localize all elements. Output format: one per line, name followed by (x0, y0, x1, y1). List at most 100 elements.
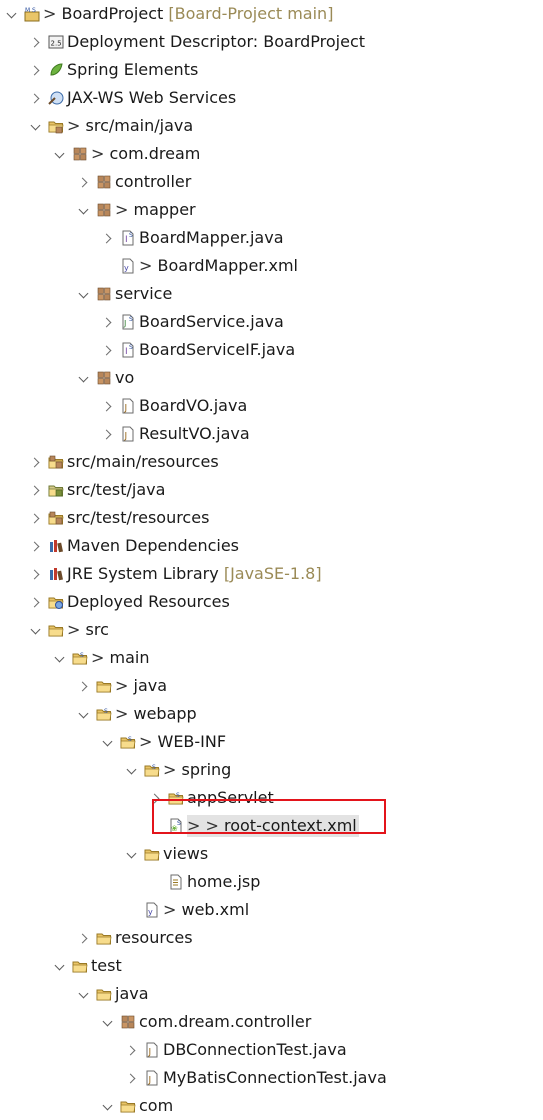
tree-item-label[interactable]: BoardServiceIF.java (139, 339, 295, 361)
tree-item-label[interactable]: java (115, 983, 149, 1005)
chevron-right-icon[interactable] (80, 175, 88, 189)
tree-item[interactable]: S> main (0, 644, 543, 672)
tree-item[interactable]: y> BoardMapper.xml (0, 252, 543, 280)
chevron-down-icon[interactable] (80, 987, 88, 1001)
chevron-right-icon[interactable] (104, 399, 112, 413)
tree-item-label[interactable]: controller (115, 171, 191, 193)
tree-item-label[interactable]: > BoardProject [Board-Project main] (43, 3, 333, 25)
tree-item-label[interactable]: service (115, 283, 172, 305)
chevron-down-icon[interactable] (128, 847, 136, 861)
chevron-right-icon[interactable] (104, 343, 112, 357)
tree-item-label[interactable]: > WEB-INF (139, 731, 226, 753)
tree-item-label[interactable]: > java (115, 675, 167, 697)
tree-item[interactable]: S> webapp (0, 700, 543, 728)
tree-item-label[interactable]: src/test/resources (67, 507, 209, 529)
chevron-right-icon[interactable] (32, 567, 40, 581)
tree-item-label[interactable]: DBConnectionTest.java (163, 1039, 347, 1061)
chevron-right-icon[interactable] (128, 1043, 136, 1057)
tree-item[interactable]: test (0, 952, 543, 980)
chevron-right-icon[interactable] (80, 931, 88, 945)
tree-item-label[interactable]: JAX-WS Web Services (67, 87, 236, 109)
chevron-down-icon[interactable] (80, 707, 88, 721)
tree-item-label[interactable]: BoardMapper.java (139, 227, 284, 249)
tree-item[interactable]: com.dream.controller (0, 1008, 543, 1036)
tree-item-label[interactable]: MyBatisConnectionTest.java (163, 1067, 387, 1089)
tree-item-label[interactable]: appServlet (187, 787, 274, 809)
tree-item-label[interactable]: home.jsp (187, 871, 260, 893)
chevron-right-icon[interactable] (104, 427, 112, 441)
chevron-down-icon[interactable] (32, 623, 40, 637)
tree-item[interactable]: home.jsp (0, 868, 543, 896)
tree-item[interactable]: Maven Dependencies (0, 532, 543, 560)
tree-item[interactable]: > src/main/java (0, 112, 543, 140)
tree-item-label[interactable]: > webapp (115, 703, 197, 725)
chevron-right-icon[interactable] (32, 455, 40, 469)
tree-item-label[interactable]: Deployment Descriptor: BoardProject (67, 31, 365, 53)
tree-item[interactable]: src/main/resources (0, 448, 543, 476)
tree-item-label[interactable]: > mapper (115, 199, 196, 221)
tree-item-label[interactable]: > src/main/java (67, 115, 193, 137)
tree-item-label[interactable]: views (163, 843, 208, 865)
chevron-right-icon[interactable] (104, 231, 112, 245)
chevron-down-icon[interactable] (80, 287, 88, 301)
chevron-down-icon[interactable] (32, 119, 40, 133)
tree-item[interactable]: y> web.xml (0, 896, 543, 924)
tree-item-label[interactable]: BoardVO.java (139, 395, 247, 417)
tree-item[interactable]: controller (0, 168, 543, 196)
tree-item[interactable]: src/test/resources (0, 504, 543, 532)
tree-item-label[interactable]: Maven Dependencies (67, 535, 239, 557)
chevron-right-icon[interactable] (128, 1071, 136, 1085)
chevron-down-icon[interactable] (56, 147, 64, 161)
chevron-right-icon[interactable] (32, 539, 40, 553)
tree-item[interactable]: S> spring (0, 756, 543, 784)
chevron-down-icon[interactable] (56, 651, 64, 665)
chevron-right-icon[interactable] (32, 91, 40, 105)
chevron-right-icon[interactable] (32, 483, 40, 497)
tree-item[interactable]: > src (0, 616, 543, 644)
chevron-right-icon[interactable] (152, 791, 160, 805)
chevron-right-icon[interactable] (104, 315, 112, 329)
tree-item-label[interactable]: src/test/java (67, 479, 165, 501)
chevron-right-icon[interactable] (32, 63, 40, 77)
chevron-right-icon[interactable] (32, 595, 40, 609)
tree-item-label[interactable]: Spring Elements (67, 59, 198, 81)
tree-item[interactable]: Deployed Resources (0, 588, 543, 616)
chevron-down-icon[interactable] (104, 1015, 112, 1029)
tree-item-label[interactable]: > > root-context.xml (187, 815, 359, 837)
tree-item[interactable]: vo (0, 364, 543, 392)
tree-item[interactable]: src/test/java (0, 476, 543, 504)
tree-item[interactable]: > java (0, 672, 543, 700)
tree-item[interactable]: resources (0, 924, 543, 952)
chevron-right-icon[interactable] (80, 679, 88, 693)
chevron-down-icon[interactable] (8, 7, 16, 21)
tree-item-label[interactable]: > com.dream (91, 143, 200, 165)
chevron-down-icon[interactable] (128, 763, 136, 777)
tree-item[interactable]: > com.dream (0, 140, 543, 168)
tree-item[interactable]: JRE System Library [JavaSE-1.8] (0, 560, 543, 588)
chevron-down-icon[interactable] (56, 959, 64, 973)
tree-item-label[interactable]: src/main/resources (67, 451, 219, 473)
tree-item-label[interactable]: > web.xml (163, 899, 249, 921)
tree-item[interactable]: > mapper (0, 196, 543, 224)
chevron-right-icon[interactable] (32, 35, 40, 49)
chevron-right-icon[interactable] (32, 511, 40, 525)
tree-item-label[interactable]: > main (91, 647, 149, 669)
tree-item-label[interactable]: JRE System Library [JavaSE-1.8] (67, 563, 322, 585)
tree-item[interactable]: java (0, 980, 543, 1008)
tree-item[interactable]: JAX-WS Web Services (0, 84, 543, 112)
tree-item-label[interactable]: > BoardMapper.xml (139, 255, 298, 277)
tree-item-label[interactable]: vo (115, 367, 134, 389)
tree-item[interactable]: service (0, 280, 543, 308)
tree-item-label[interactable]: > src (67, 619, 109, 641)
chevron-down-icon[interactable] (104, 1099, 112, 1113)
tree-item-label[interactable]: resources (115, 927, 193, 949)
